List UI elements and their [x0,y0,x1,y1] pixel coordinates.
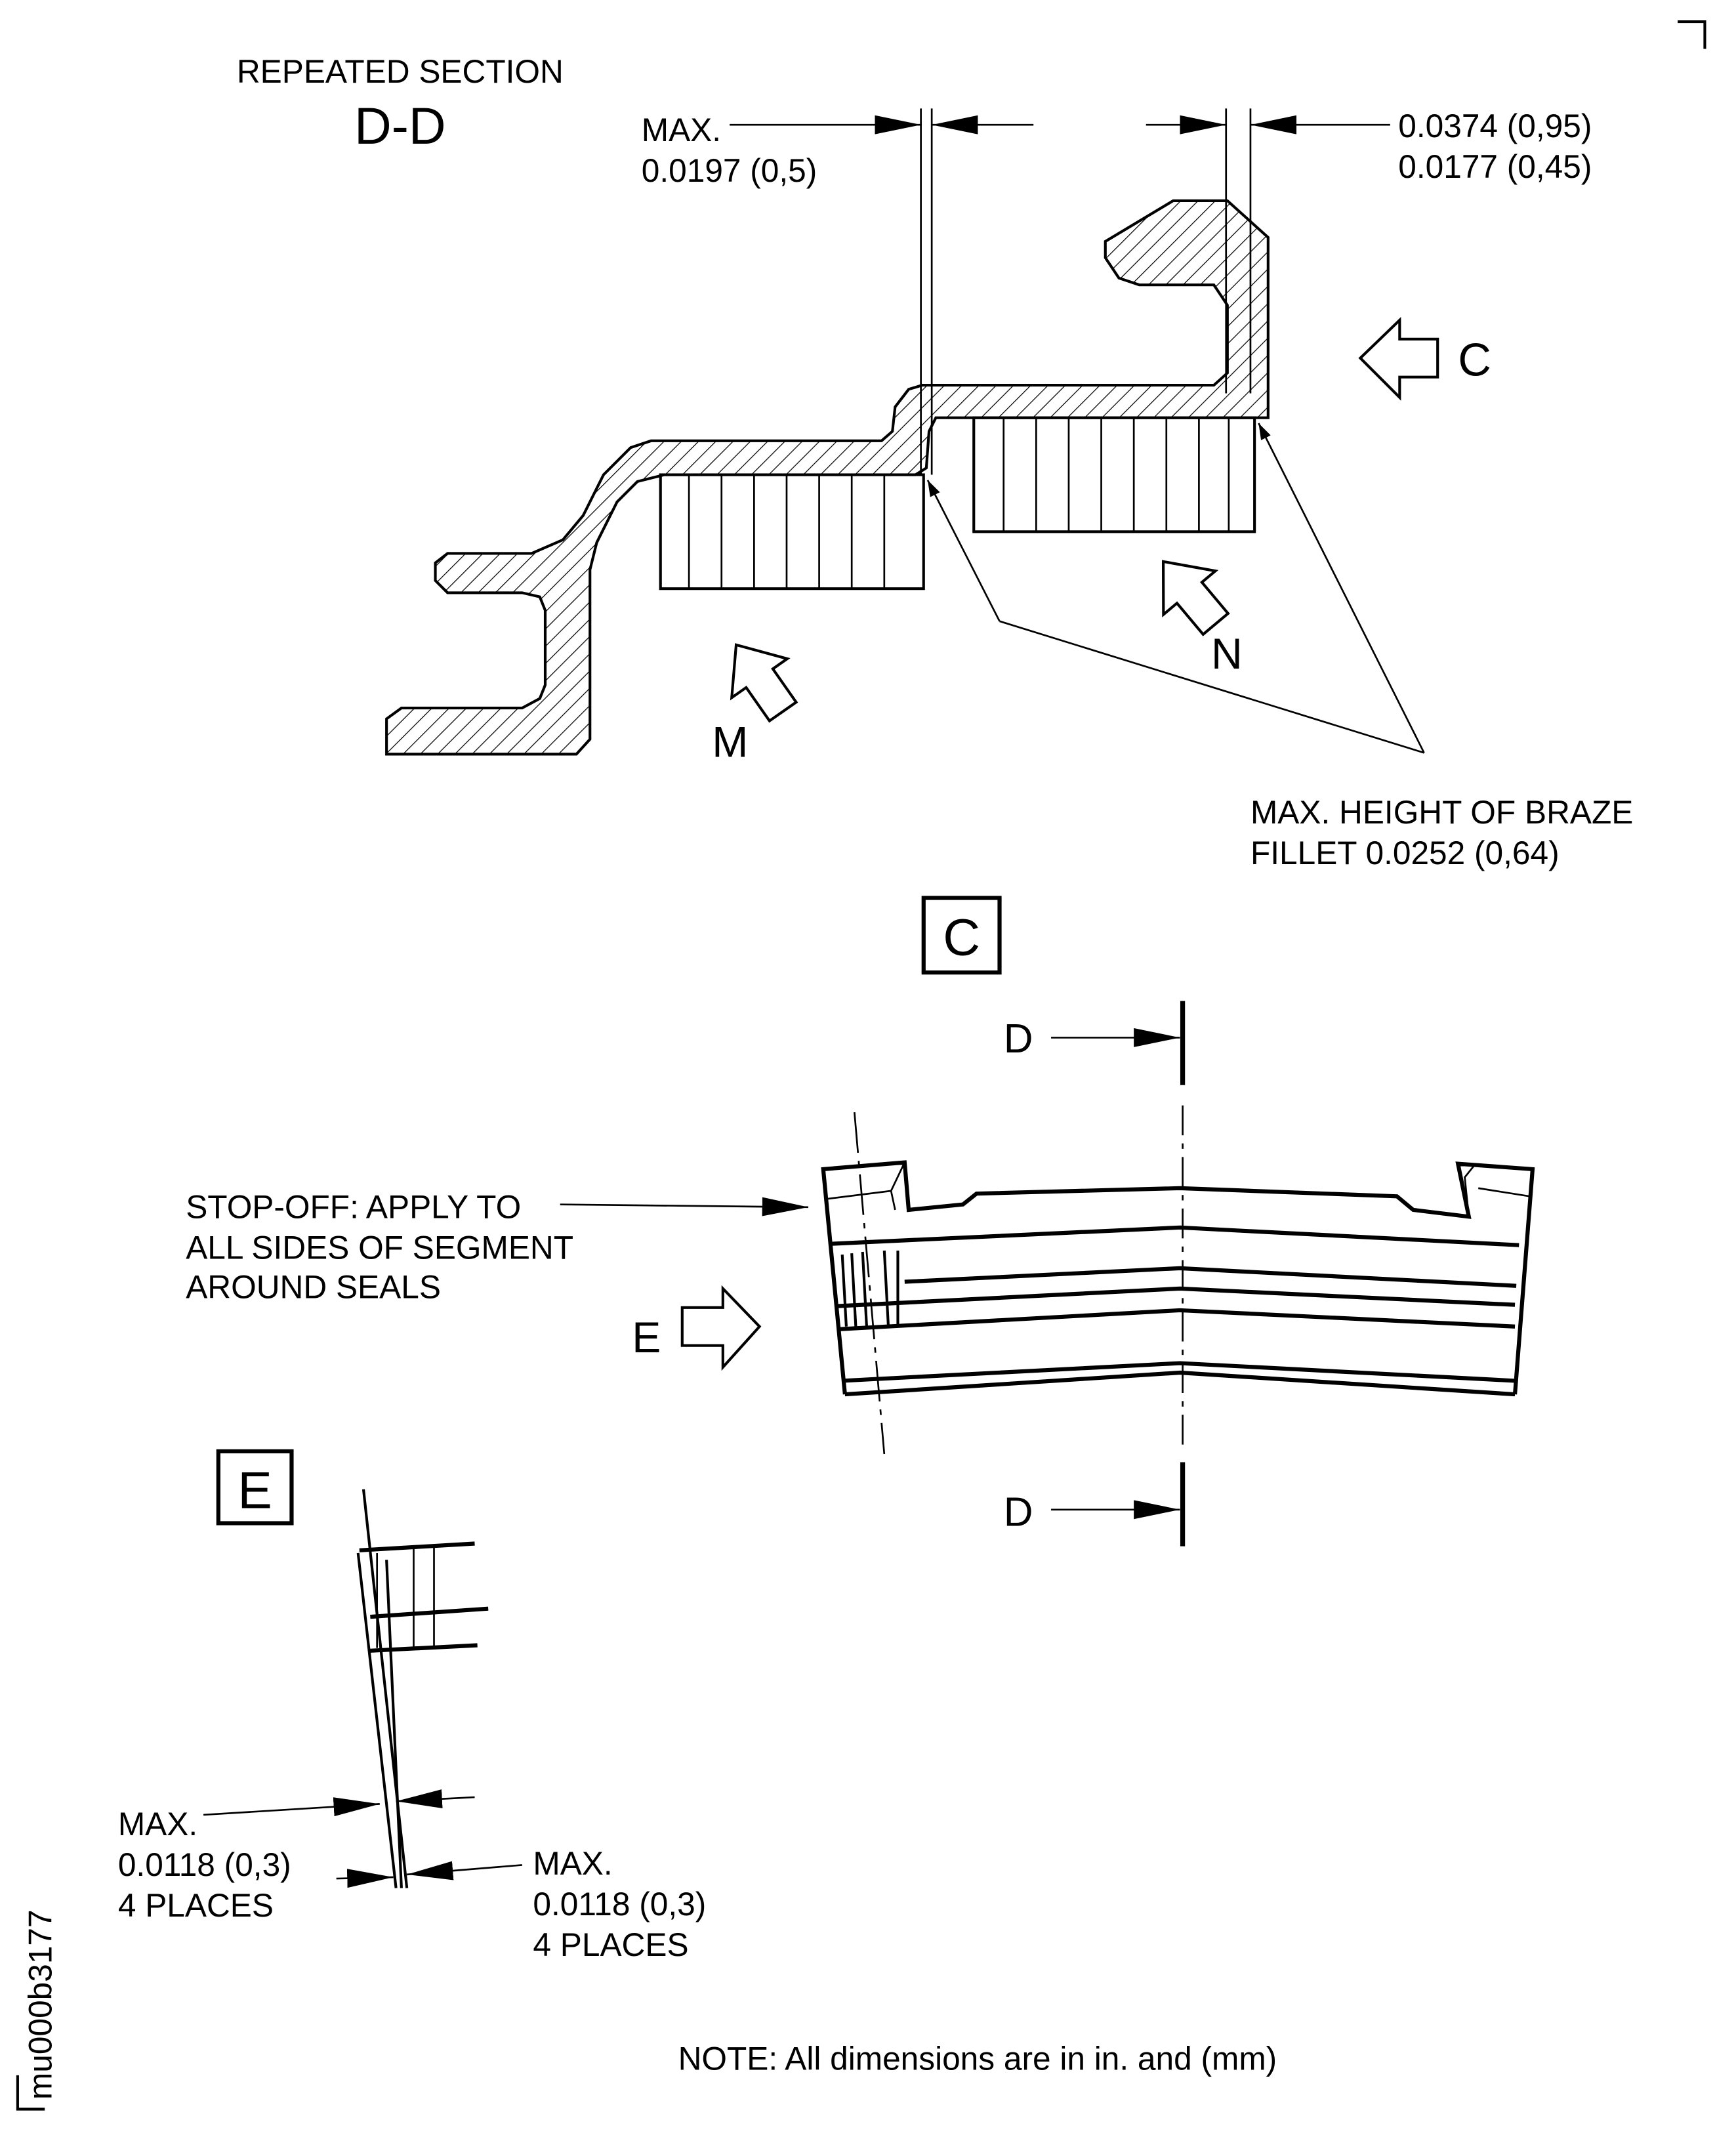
dimension-max-gap [730,108,1034,475]
view-arrow-n-label: N [1211,630,1243,678]
section-name: D-D [354,97,446,155]
view-e-label: E [238,1462,272,1520]
figure-id-bracket [16,2075,45,2111]
stop-off-leader [560,1197,809,1216]
cut-line-d [1051,1001,1186,1547]
cut-d-bottom-label: D [1004,1490,1033,1535]
view-arrow-c-label: C [1458,334,1491,386]
detail-e-left-2: 0.0118 (0,3) [118,1846,291,1883]
dimension-range [1146,108,1390,394]
honeycomb-seal-right [972,416,1256,533]
detail-e-left-3: 4 PLACES [118,1887,274,1924]
view-e-box [216,1449,294,1526]
detail-e-right-2: 0.0118 (0,3) [533,1886,706,1922]
view-c-box [921,896,1002,975]
detail-e-right-1: MAX. [533,1845,612,1882]
detail-e-view [356,1489,489,1888]
view-arrow-m-icon [730,643,798,723]
view-arrow-m-label: M [712,718,748,767]
view-arrow-e-icon [680,1285,762,1371]
braze-note-1: MAX. HEIGHT OF BRAZE [1250,794,1633,831]
view-arrow-e-label: E [632,1314,661,1362]
figure-id: mu000b3177 [22,1909,59,2100]
view-arrow-n-icon [1161,560,1230,636]
honeycomb-seal-left [659,473,925,591]
view-arrow-c-icon [1358,317,1439,401]
max-label: MAX. [642,112,721,148]
corner-mark [1678,20,1706,49]
braze-leader [926,423,1425,754]
range-lower: 0.0177 (0,45) [1398,148,1592,185]
stop-off-line-3: AROUND SEALS [186,1268,441,1305]
detail-e-right-3: 4 PLACES [533,1926,688,1963]
range-upper: 0.0374 (0,95) [1398,108,1592,144]
braze-note-2: FILLET 0.0252 (0,64) [1250,835,1560,871]
max-value: 0.0197 (0,5) [642,152,817,189]
detail-e-dimensions [203,1789,522,1888]
stop-off-line-2: ALL SIDES OF SEGMENT [186,1229,573,1266]
stop-off-line-1: STOP-OFF: APPLY TO [186,1188,521,1225]
section-title: REPEATED SECTION [237,53,564,90]
seal-segment [821,1111,1535,1455]
dimension-note: NOTE: All dimensions are in in. and (mm) [678,2041,1277,2077]
view-c-label: C [943,908,980,966]
seal-profile-section [385,199,1270,756]
detail-e-left-1: MAX. [118,1806,197,1842]
cut-d-top-label: D [1004,1016,1033,1062]
